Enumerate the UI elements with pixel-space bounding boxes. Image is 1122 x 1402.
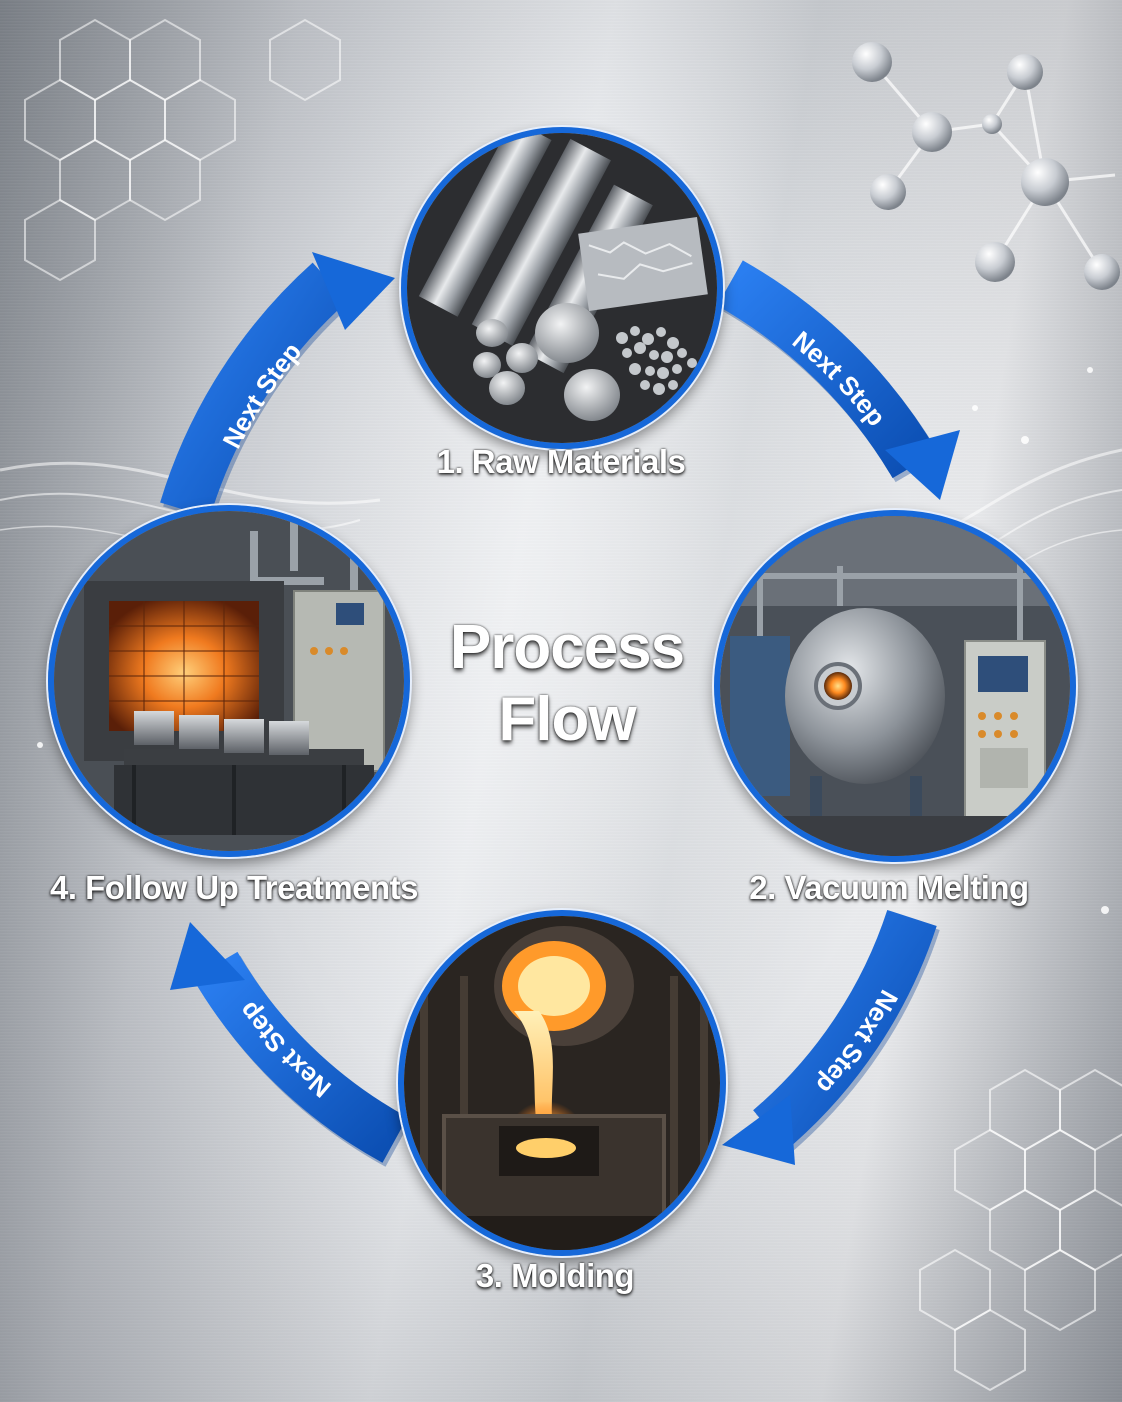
hexagon-grid-bottom-right-icon [919,1068,1122,1392]
vacuum-furnace-chamber-icon [720,516,1070,856]
next-step-arrow-top-left: Next Step [160,252,395,522]
stage-raw-materials-image [401,127,723,449]
heat-treatment-furnace-icon [54,511,404,851]
sparkle-icon [37,367,1109,914]
molecule-icon [852,42,1120,290]
hexagon-grid-top-left-icon [24,18,341,282]
arrowhead-icon [722,1095,795,1165]
stage-label-follow-up-treatments: 4. Follow Up Treatments [49,869,419,906]
arrowhead-icon [170,922,245,990]
arrowhead-icon [312,252,395,330]
arrowhead-icon [885,430,960,500]
next-step-arrow-bottom-left: Next Step [170,922,411,1167]
stage-molding-image [398,910,726,1256]
stage-label-molding: 3. Molding [475,1257,635,1294]
stage-label-raw-materials: 1. Raw Materials [436,443,686,480]
process-flow-title: Process Flow [449,612,685,756]
stage-vacuum-melting-image [714,510,1076,862]
next-step-arrow-top-right: Next Step [717,260,960,500]
title-line-1: Process [449,613,685,682]
stage-label-vacuum-melting: 2. Vacuum Melting [749,869,1029,906]
metal-rods-and-pellets-icon [407,133,717,443]
stage-follow-up-treatments-image [48,505,410,857]
molten-metal-pour-icon [404,916,720,1250]
title-line-2: Flow [498,685,636,754]
next-step-arrow-bottom-right: Next Step [722,909,940,1165]
